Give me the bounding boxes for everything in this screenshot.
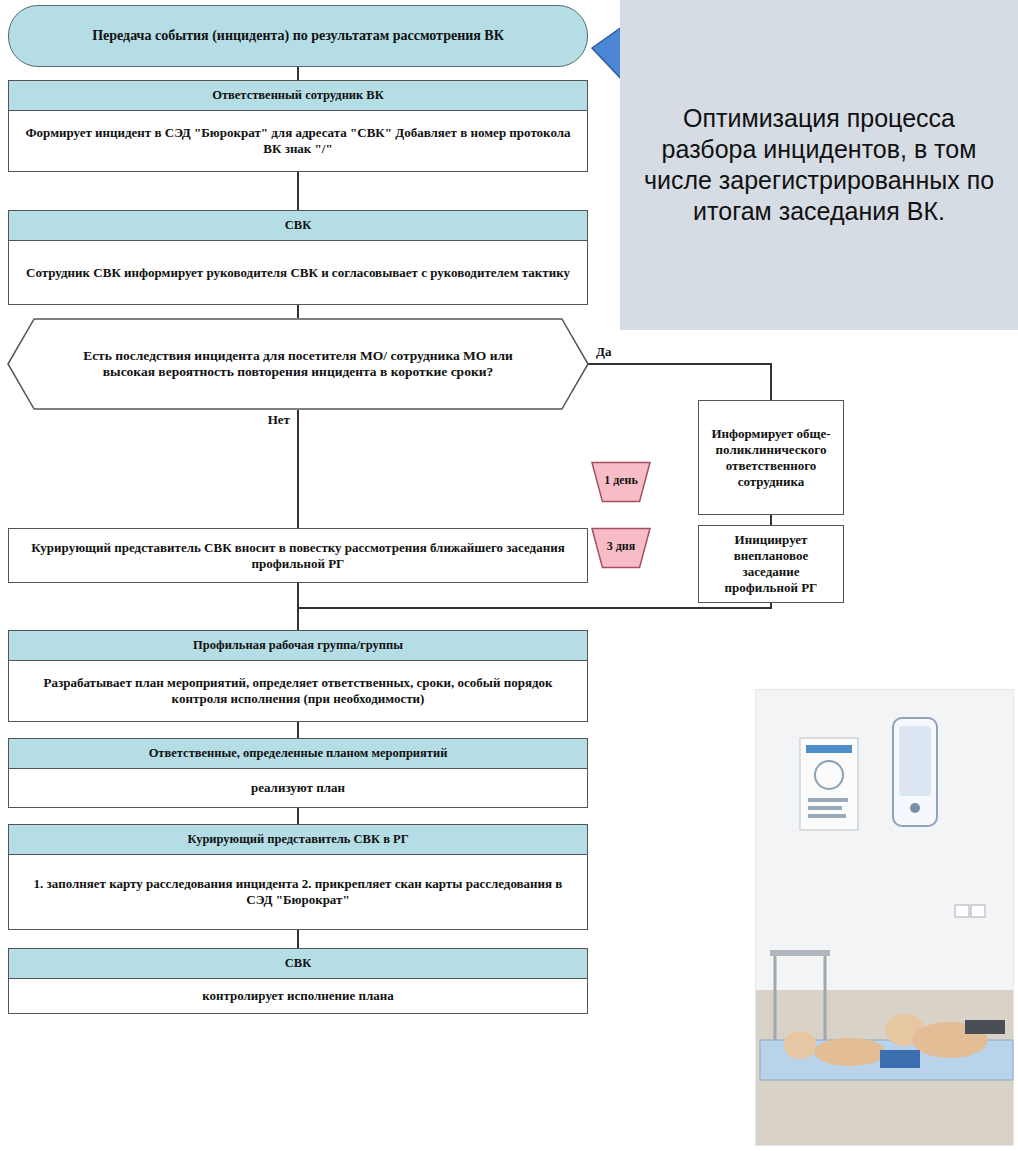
connector [298, 603, 771, 630]
process-box: Инициирует внеплановое заседание профиль… [698, 525, 844, 603]
process-box: Курирующий представитель СВК в РГ 1. запо… [8, 824, 588, 930]
decision-hexagon: Есть последствия инцидента для посетител… [8, 318, 588, 410]
header-band: Ответственные, определенные планом мероп… [9, 739, 587, 769]
body-area: реализуют план [9, 769, 587, 807]
box-text: Формирует инцидент в СЭД "Бюрократ" для … [21, 125, 575, 157]
time-marker: 3 дня [592, 528, 650, 568]
photo [756, 690, 1013, 1145]
process-box: СВК Сотрудник СВК информирует руководител… [8, 210, 588, 305]
connector [297, 930, 299, 948]
start-terminal: Передача события (инцидента) по результа… [8, 5, 588, 67]
body-area: Разрабатывает план мероприятий, определя… [9, 661, 587, 721]
edge-label: Нет [266, 412, 292, 428]
box-text: Сотрудник СВК информирует руководителя С… [26, 265, 570, 281]
connector [297, 305, 299, 318]
connector [588, 364, 771, 400]
box-text: Разрабатывает план мероприятий, определя… [21, 675, 575, 707]
shape-outline [8, 319, 588, 409]
process-box: Информирует обще-поликлинического ответс… [698, 400, 844, 515]
box-heading: Курирующий представитель СВК в РГ [187, 832, 408, 847]
box-text: Есть последствия инцидента для посетител… [64, 348, 532, 380]
edge-label: Да [594, 344, 613, 360]
time-marker: 1 день [592, 462, 650, 502]
header-band: Ответственный сотрудник ВК [9, 81, 587, 111]
body-area: 1. заполняет карту расследования инциден… [9, 855, 587, 929]
body-area: контролирует исполнение плана [9, 979, 587, 1013]
process-box: СВК контролирует исполнение плана [8, 948, 588, 1014]
connector [297, 410, 299, 528]
process-box: Ответственный сотрудник ВК Формирует инци… [8, 80, 588, 172]
process-box: Ответственные, определенные планом мероп… [8, 738, 588, 808]
box-text: Курирующий представитель СВК вносит в по… [17, 540, 579, 572]
box-text: 1 день [604, 473, 638, 488]
connector [297, 172, 299, 210]
box-heading: Ответственный сотрудник ВК [212, 88, 384, 103]
box-text: 1. заполняет карту расследования инциден… [21, 876, 575, 908]
callout-box: Оптимизация процесса разбора инцидентов,… [620, 0, 1018, 330]
box-text: 3 дня [607, 539, 635, 554]
connector [297, 722, 299, 738]
body-area: Сотрудник СВК информирует руководителя С… [9, 241, 587, 304]
body-area: Формирует инцидент в СЭД "Бюрократ" для … [9, 111, 587, 171]
process-box: Курирующий представитель СВК вносит в по… [8, 528, 588, 583]
header-band: СВК [9, 949, 587, 979]
callout-text: Оптимизация процесса разбора инцидентов,… [642, 103, 996, 228]
box-text: контролирует исполнение плана [202, 988, 394, 1004]
box-text: Информирует обще-поликлинического ответс… [707, 426, 835, 490]
box-heading: СВК [285, 956, 311, 971]
header-band: Курирующий представитель СВК в РГ [9, 825, 587, 855]
box-heading: СВК [285, 218, 311, 233]
connector [297, 808, 299, 824]
box-text: Передача события (инцидента) по результа… [92, 28, 504, 44]
box-heading: Профильная рабочая группа/группы [193, 638, 403, 653]
box-text: Инициирует внеплановое заседание профиль… [707, 532, 835, 596]
shape-outline [592, 528, 650, 567]
process-box: Профильная рабочая группа/группыРазрабат… [8, 630, 588, 722]
shape-outline [592, 462, 650, 501]
box-text: реализуют план [251, 780, 345, 796]
header-band: Профильная рабочая группа/группы [9, 631, 587, 661]
connector [770, 515, 772, 525]
connector [297, 67, 299, 80]
box-heading: Ответственные, определенные планом мероп… [149, 746, 448, 761]
header-band: СВК [9, 211, 587, 241]
